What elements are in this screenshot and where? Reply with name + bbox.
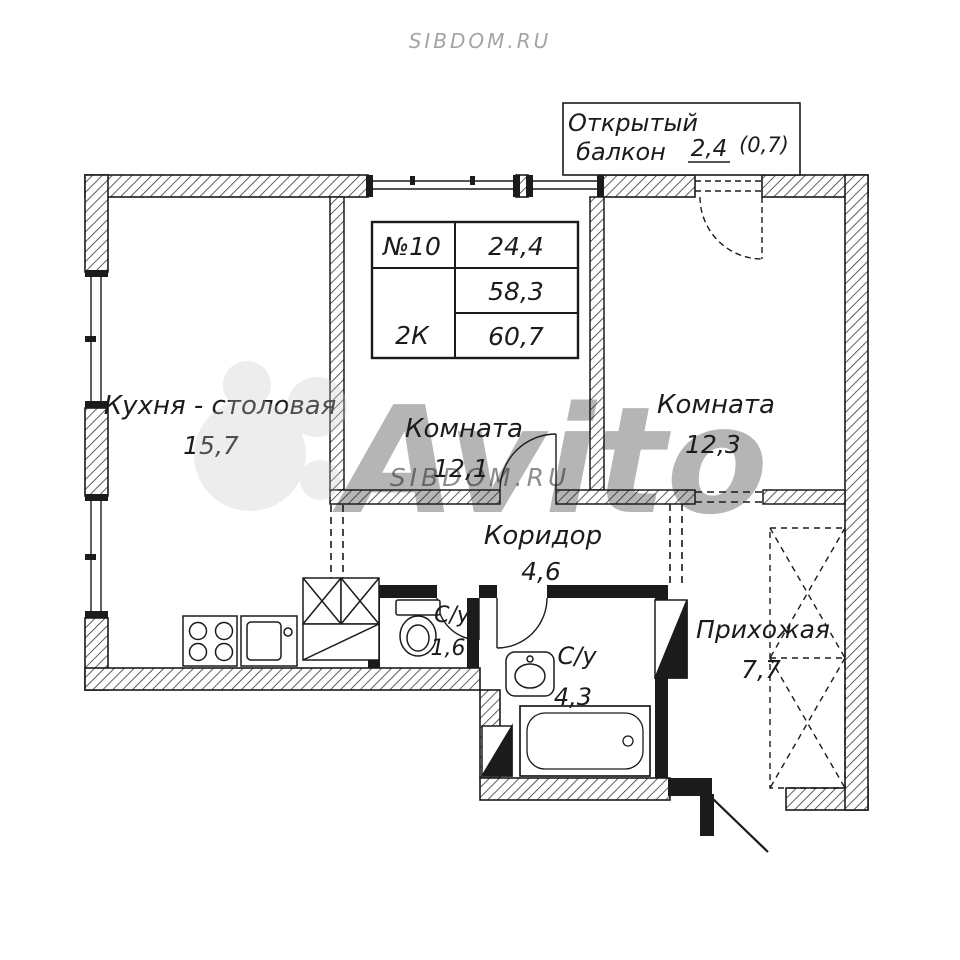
watermark-site-top: SIBDOM.RU [409, 29, 552, 53]
table-living-area: 24,4 [488, 232, 544, 261]
bathtub [519, 705, 651, 777]
label-room2-area: 12,3 [685, 430, 741, 459]
wall-openings [330, 491, 763, 585]
balcony-area-coef: (0,7) [739, 133, 789, 157]
vent-shaft-boxes [302, 577, 380, 661]
label-wc2-area: 4,3 [554, 683, 592, 711]
label-kitchen-area: 15,7 [183, 431, 239, 460]
label-wc1-area: 1,6 [431, 636, 466, 661]
label-room1-name: Комната [405, 414, 523, 444]
label-wc1-name: С/у [434, 603, 471, 628]
label-hall-area: 7,7 [741, 655, 781, 684]
exterior-walls [84, 174, 869, 811]
balcony-name-line2: балкон [576, 138, 666, 166]
table-total-area: 60,7 [488, 322, 544, 351]
washbasin [505, 651, 555, 697]
toilet [395, 599, 441, 657]
label-corridor-name: Коридор [484, 521, 602, 551]
balcony-label-box: Открытый балкон 2,4 (0,7) [562, 102, 801, 176]
watermark: Avito SIBDOM.RU [194, 361, 768, 547]
kitchen-sink [240, 615, 298, 667]
door-swings [436, 433, 557, 649]
stove [182, 615, 238, 667]
label-kitchen-name: Кухня - столовая [104, 391, 337, 421]
label-corridor-area: 4,6 [521, 557, 561, 586]
watermark-site: SIBDOM.RU [390, 463, 571, 492]
label-wc2-name: С/у [557, 642, 597, 670]
balcony-area: 2,4 [691, 136, 728, 162]
label-hall-name: Прихожая [696, 615, 830, 644]
avito-logo-icon [194, 361, 347, 511]
balcony-door [695, 180, 763, 260]
wardrobe [769, 527, 846, 789]
label-room1-area: 12,1 [433, 454, 489, 483]
room-labels: Кухня - столовая 15,7 Комната 12,1 Комна… [104, 390, 830, 711]
table-apartment-area: 58,3 [488, 277, 544, 306]
entrance-door [711, 797, 769, 853]
info-table: №10 24,4 58,3 2К 60,7 [370, 220, 580, 360]
table-rooms-type: 2К [395, 321, 430, 350]
watermark-brand: Avito [332, 375, 768, 547]
windows [85, 175, 604, 618]
balcony-name-line1: Открытый [568, 109, 698, 137]
interior-walls [329, 196, 846, 505]
label-room2-name: Комната [657, 390, 775, 420]
duct-shaft [480, 599, 688, 777]
table-apartment-number: №10 [381, 232, 441, 261]
